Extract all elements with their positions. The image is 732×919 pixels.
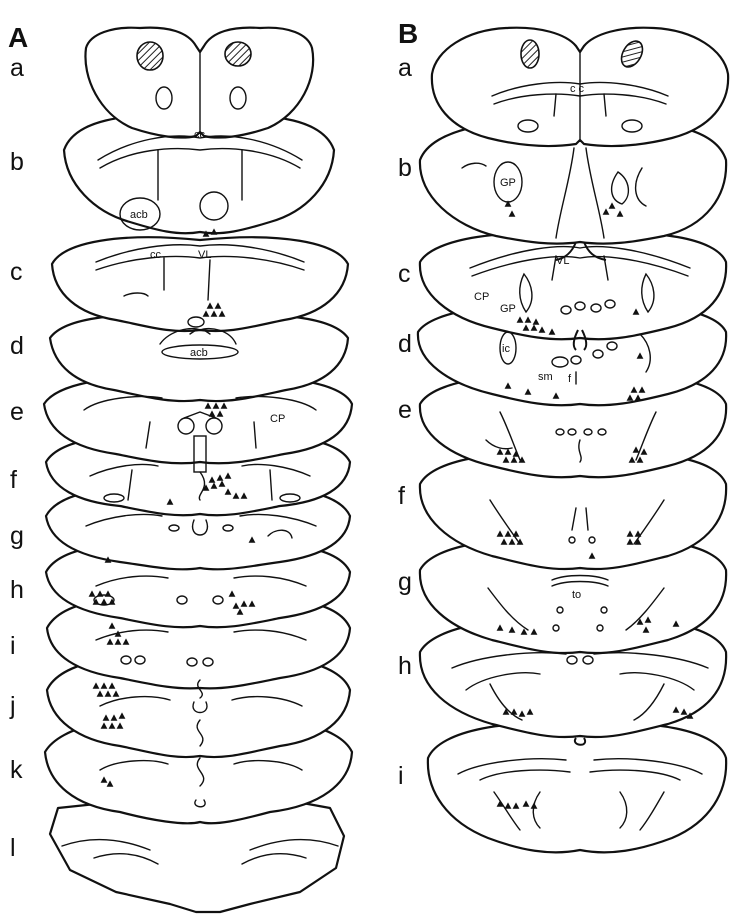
panel-b-label-gp-c: GP (500, 303, 516, 315)
panel-a-label-cp-e: CP (270, 413, 285, 425)
panel-b-label-cc-a: c c (570, 83, 585, 95)
panel-b-label-vl-c: VL (556, 255, 569, 267)
panel-b-label-ic-d: ic (502, 343, 510, 355)
panel-a-hatched-bulb-right (225, 42, 251, 66)
panel-a-label-cc-b: cc (194, 129, 206, 141)
panel-a-label-cc-c: cc (150, 249, 162, 261)
panel-a-hatched-bulb-left (137, 42, 163, 70)
panel-a-section-a (85, 28, 313, 138)
panel-b-label-to-g: to (572, 589, 581, 601)
panel-a-label-vl-c: VL (198, 249, 211, 261)
panel-b-label-cp-c: CP (474, 291, 489, 303)
panel-a-label-acb-d: acb (190, 347, 208, 359)
panel-b-label-gp-b: GP (500, 177, 516, 189)
panel-b-hatched-bulb-left (521, 40, 539, 68)
panel-a-label-acb-b: acb (130, 209, 148, 221)
panel-b-label-sm-d: sm (538, 371, 553, 383)
